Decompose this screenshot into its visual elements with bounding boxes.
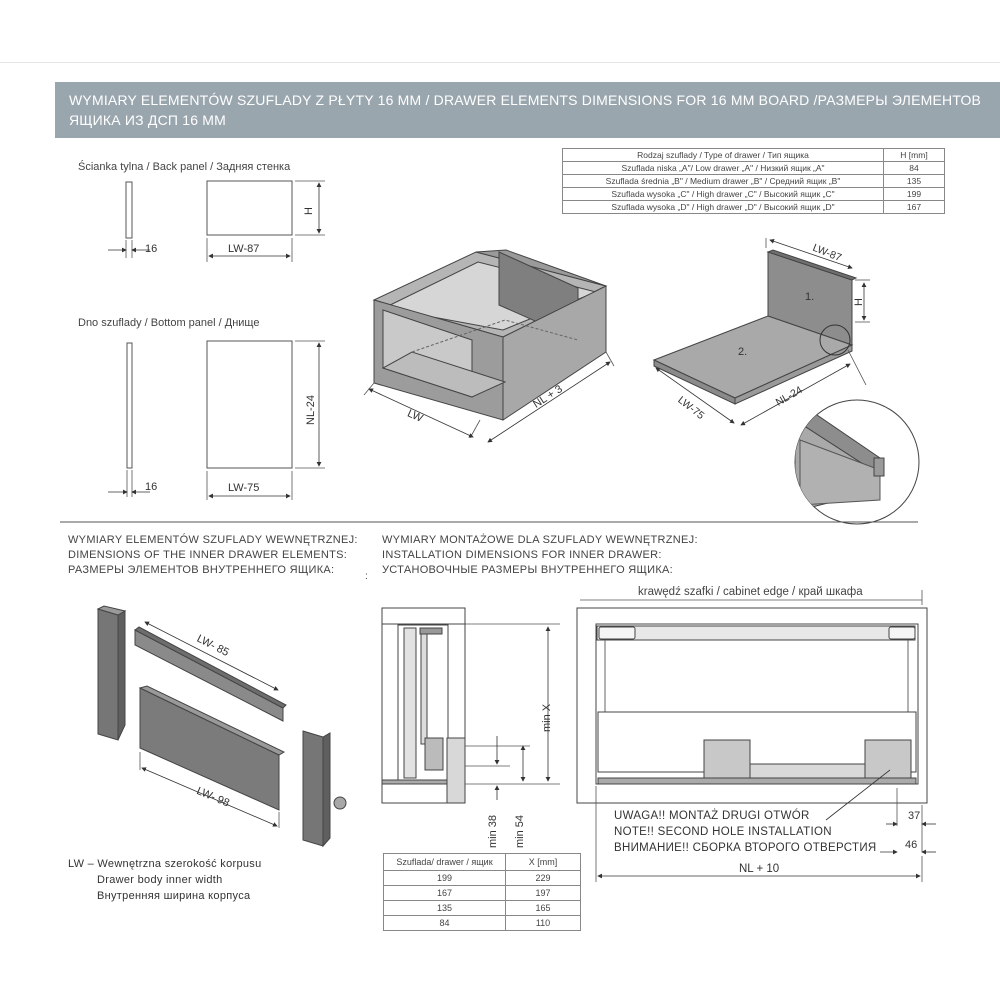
page-title-banner: WYMIARY ELEMENTÓW SZUFLADY Z PŁYTY 16 MM… (55, 82, 1000, 138)
table-cell: 110 (505, 915, 581, 931)
warning-line-en: NOTE!! SECOND HOLE INSTALLATION (614, 826, 832, 838)
back-panel-label: Ścianka tylna / Back panel / Задняя стен… (78, 161, 291, 173)
panel-front-width-label: LW-75 (675, 394, 706, 422)
panel-assembly-isometric (652, 238, 870, 426)
table-row: Szuflada wysoka „D" / High drawer „D" / … (562, 200, 945, 214)
legend-line-pl: LW – Wewnętrzna szerokość korpusu (68, 858, 262, 870)
drawer-isometric (363, 249, 615, 443)
divider-mark: : (365, 571, 368, 582)
dim-37-label: 37 (908, 810, 920, 822)
table-cell: 84 (883, 161, 945, 175)
table-header-row: Szuflada/ drawer / ящик X [mm] (383, 853, 581, 871)
bottom-height-label: NL-24 (305, 395, 317, 425)
dim-46-label: 46 (905, 839, 917, 851)
warning-line-ru: ВНИМАНИЕ!! СБОРКА ВТОРОГО ОТВЕРСТИЯ (614, 842, 877, 854)
drawer-width-label: LW (405, 407, 425, 425)
legend-line-en: Drawer body inner width (97, 874, 223, 886)
top-divider (0, 62, 1000, 63)
drawer-type-table: Rodzaj szuflady / Type of drawer / Тип я… (562, 148, 945, 214)
inner-drawer-elements (96, 605, 347, 848)
bottom-width-label: LW-75 (228, 482, 259, 494)
second-hole-warning: UWAGA!! MONTAŻ DRUGI OTWÓR NOTE!! SECOND… (614, 808, 877, 856)
lw-legend: LW – Wewnętrzna szerokość korpusu Drawer… (68, 856, 262, 904)
back-height-label: H (303, 207, 315, 215)
panel-depth-label: NL-24 (774, 384, 805, 409)
bottom-panel-label: Dno szuflady / Bottom panel / Днище (78, 317, 260, 329)
install-heading-ru: УСТАНОВОЧНЫЕ РАЗМЕРЫ ВНУТРЕННЕГО ЯЩИКА: (382, 564, 674, 576)
back-width-label: LW-87 (228, 243, 259, 255)
table-cell: 167 (883, 200, 945, 214)
bottom-panel-views: 16 LW-75 NL-24 (108, 340, 325, 500)
side-installation-view (381, 607, 560, 804)
table-row: Szuflada wysoka „C" / High drawer „C" / … (562, 187, 945, 201)
cabinet-edge-label: krawędź szafki / cabinet edge / край шка… (638, 586, 863, 598)
part-1-label: 1. (805, 291, 814, 303)
nl-plus-10-label: NL + 10 (739, 863, 779, 875)
inner-heading-en: DIMENSIONS OF THE INNER DRAWER ELEMENTS: (68, 549, 348, 561)
min-54-label: min 54 (514, 815, 526, 848)
min-38-label: min 38 (487, 815, 499, 848)
panel-dimension-label: LW- 98 (195, 785, 231, 810)
front-installation-view (576, 590, 936, 882)
part-2-label: 2. (738, 346, 747, 358)
panel-back-width-label: LW-87 (811, 242, 843, 264)
install-heading: WYMIARY MONTAŻOWE DLA SZUFLADY WEWNĘTRZN… (382, 533, 698, 578)
inner-elements-heading: WYMIARY ELEMENTÓW SZUFLADY WEWNĘTRZNEJ: … (68, 533, 358, 578)
back-panel-views: 16 LW-87 H (108, 180, 325, 262)
back-thickness-label: 16 (145, 243, 157, 255)
install-heading-en: INSTALLATION DIMENSIONS FOR INNER DRAWER… (382, 549, 662, 561)
warning-line-pl: UWAGA!! MONTAŻ DRUGI OTWÓR (614, 810, 810, 822)
bottom-thickness-label: 16 (145, 481, 157, 493)
install-heading-pl: WYMIARY MONTAŻOWE DLA SZUFLADY WEWNĘTRZN… (382, 534, 698, 546)
inner-heading-pl: WYMIARY ELEMENTÓW SZUFLADY WEWNĘTRZNEJ: (68, 534, 358, 546)
joint-detail-magnifier (794, 399, 920, 525)
table-cell: Szuflada wysoka „D" / High drawer „D" / … (562, 200, 884, 214)
panel-height-label: H (853, 298, 865, 306)
legend-line-ru: Внутренняя ширина корпуса (97, 890, 251, 902)
inner-heading-ru: РАЗМЕРЫ ЭЛЕМЕНТОВ ВНУТРЕННЕГО ЯЩИКА: (68, 564, 335, 576)
rail-dimension-label: LW- 85 (195, 633, 231, 659)
min-x-label: min X (541, 703, 553, 732)
